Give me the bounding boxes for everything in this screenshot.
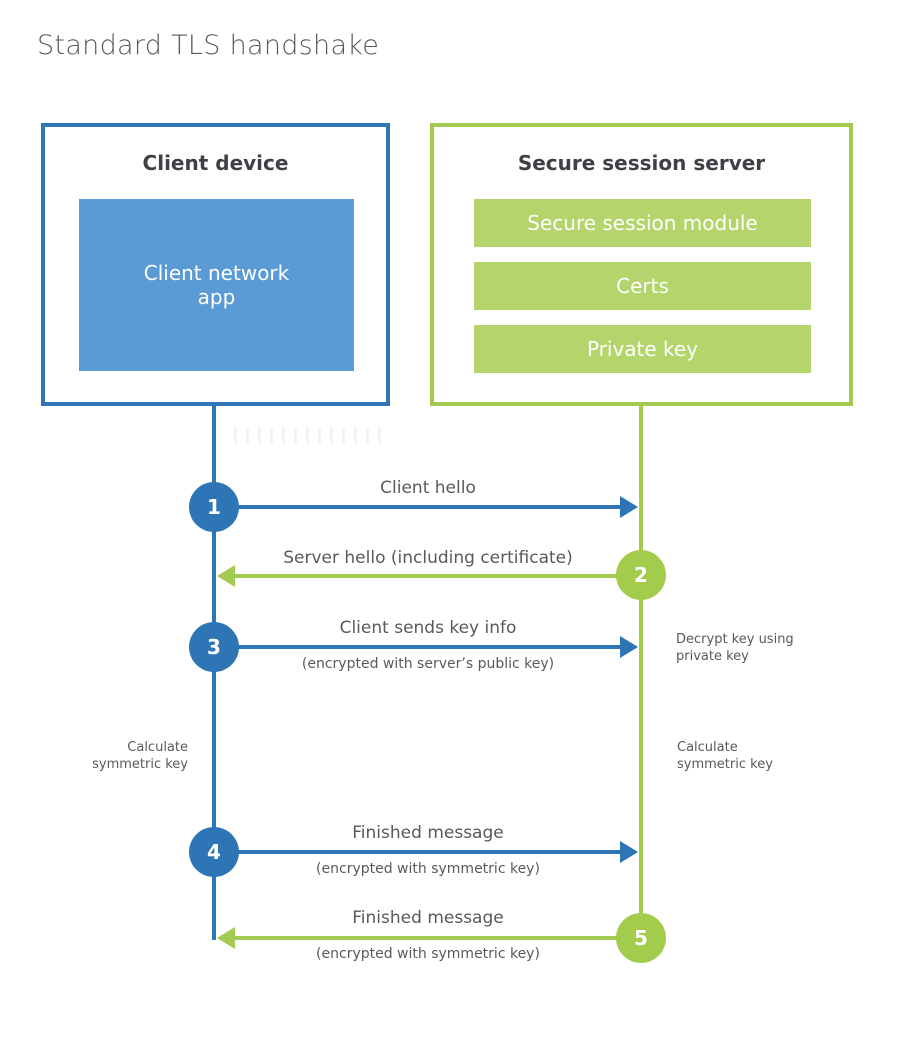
faint-tick-marks <box>234 427 381 444</box>
arrowhead-step-3 <box>620 636 638 658</box>
step-4-label: Finished message <box>352 823 504 843</box>
step-5-sublabel: (encrypted with symmetric key) <box>316 946 540 962</box>
step-circle-4: 4 <box>189 827 239 877</box>
step-3-number: 3 <box>207 635 221 659</box>
arrowhead-step-1 <box>620 496 638 518</box>
server-module-secure-session: Secure session module <box>474 199 811 247</box>
client-lifeline <box>212 405 216 940</box>
step-2-number: 2 <box>634 563 648 587</box>
server-module-private-key: Private key <box>474 325 811 373</box>
client-device-title: Client device <box>142 151 289 175</box>
client-device-box: Client device Client network app <box>41 123 390 406</box>
note-calculate-symmetric-key-client: Calculate symmetric key <box>92 740 188 772</box>
note-calculate-symmetric-key-server: Calculate symmetric key <box>677 740 773 772</box>
server-lifeline <box>639 405 643 940</box>
arrow-step-5 <box>235 936 641 940</box>
arrow-step-1 <box>216 505 620 509</box>
arrow-step-3 <box>216 645 620 649</box>
step-circle-5: 5 <box>616 913 666 963</box>
step-4-sublabel: (encrypted with symmetric key) <box>316 861 540 877</box>
note-decrypt-key: Decrypt key using private key <box>676 632 794 664</box>
client-network-app-label: Client network app <box>143 261 290 309</box>
secure-session-server-box: Secure session server Secure session mod… <box>430 123 853 406</box>
arrowhead-step-4 <box>620 841 638 863</box>
arrowhead-step-5 <box>217 927 235 949</box>
server-module-certs: Certs <box>474 262 811 310</box>
arrow-step-2 <box>235 574 641 578</box>
page-title: Standard TLS handshake <box>37 30 380 61</box>
arrowhead-step-2 <box>217 565 235 587</box>
step-5-label: Finished message <box>352 908 504 928</box>
step-circle-3: 3 <box>189 622 239 672</box>
step-5-number: 5 <box>634 926 648 950</box>
step-1-number: 1 <box>207 495 221 519</box>
step-3-sublabel: (encrypted with server’s public key) <box>301 656 555 672</box>
arrow-step-4 <box>216 850 620 854</box>
step-circle-2: 2 <box>616 550 666 600</box>
client-network-app-box: Client network app <box>79 199 354 371</box>
step-4-number: 4 <box>207 840 221 864</box>
step-1-label: Client hello <box>380 478 476 498</box>
step-circle-1: 1 <box>189 482 239 532</box>
step-2-label: Server hello (including certificate) <box>283 548 573 568</box>
server-title: Secure session server <box>517 151 766 175</box>
step-3-label: Client sends key info <box>339 618 517 638</box>
